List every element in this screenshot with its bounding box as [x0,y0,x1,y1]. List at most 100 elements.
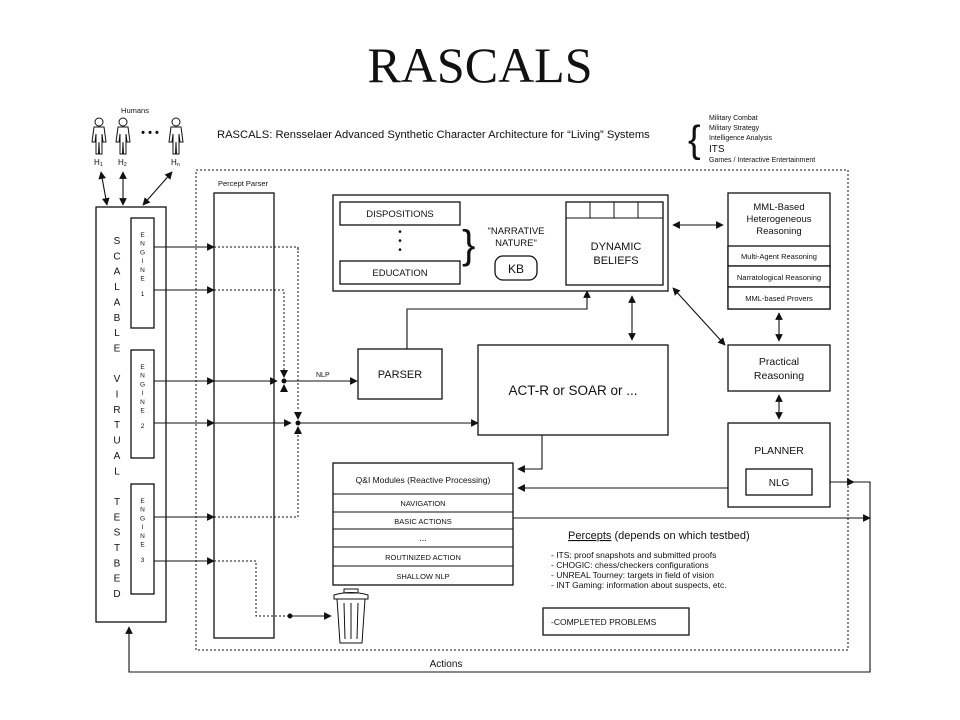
application-item: Military Combat [709,115,758,122]
engine-letter: G [140,515,145,522]
testbed-letter: B [114,313,121,324]
human-2-label: H [118,158,124,167]
dynamic-beliefs-label: DYNAMIC [591,241,642,253]
percept-item: - CHOGIC: chess/checkers configurations [551,560,709,570]
qi-module-item: ... [419,533,427,543]
svg-text:H1: H1 [94,158,103,168]
qi-module-rows [333,493,513,567]
practical-reasoning-label: Reasoning [754,370,804,382]
kb-dots: • [398,227,402,238]
engine-letter: I [142,258,144,265]
human-n-label: H [171,158,177,167]
engine-3 [130,483,155,595]
narrative-nature-label: "NARRATIVE [487,226,544,237]
practical-reasoning-box [727,344,831,392]
engine-letter: E [140,232,145,239]
practical-reasoning-label: Practical [759,356,799,368]
system-boundary [195,169,849,651]
testbed-letter: U [113,436,120,447]
human-2-icon [115,117,131,155]
merge-triangles [280,370,302,619]
nlp-label: NLP [316,372,330,379]
completed-problems-box [542,607,690,636]
mml-item: Narratological Reasoning [737,273,821,282]
svg-text:H2: H2 [118,158,127,168]
human-2-sub: 2 [124,162,127,168]
kb-box [494,255,538,281]
percepts-title: Percepts [568,530,612,542]
application-item: Military Strategy [709,125,760,132]
qi-modules-title: Q&I Modules (Reactive Processing) [356,475,491,485]
testbed-letter: E [114,512,121,523]
human-1-label: H [94,158,100,167]
human-1-icon [91,117,107,155]
parser-label: PARSER [378,369,422,381]
subtitle: RASCALS: Rensselaer Advanced Synthetic C… [217,129,650,141]
qi-module-item: SHALLOW NLP [396,572,449,581]
testbed-letter: L [114,466,120,477]
engine-output-lines [154,243,215,565]
engine-letter: N [140,507,145,514]
application-item: Games / Interactive Entertainment [709,157,815,164]
testbed-letter: T [114,497,120,508]
dynamic-beliefs-slots [566,202,663,219]
application-item: ITS [709,144,725,155]
cognitive-architecture-label: ACT-R or SOAR or ... [508,383,637,398]
percepts-note: (depends on which testbed) [611,530,749,542]
mml-item-box [727,286,831,310]
humans-group: Humans • • • H1 H2 Hn [91,106,184,168]
engine-letter: N [140,399,145,406]
engine-letter: G [140,381,145,388]
engine-1 [130,217,155,329]
percept-parser-label: Percept Parser [218,179,269,188]
qi-module-item: NAVIGATION [400,499,445,508]
percept-parser-box [213,192,275,639]
testbed-letter: C [113,251,120,262]
percept-routing-lines [214,246,299,617]
testbed-letter: L [114,328,120,339]
education-box [339,260,461,285]
engine-letter: E [140,498,145,505]
trash-can-icon [333,588,369,644]
testbed-letter: E [114,343,121,354]
kb-dots: • [398,236,402,247]
human-n-arrow [142,171,173,206]
percept-item: - UNREAL Tourney: targets in field of vi… [551,570,714,580]
mml-title: Reasoning [756,226,801,237]
engine-letter: E [140,276,145,283]
qi-module-item: ROUTINIZED ACTION [385,553,461,562]
nlg-label: NLG [769,478,790,489]
testbed-letter: A [114,451,121,462]
human-n-icon [168,117,184,155]
planner-label: PLANNER [754,445,804,457]
engine-letter: E [140,542,145,549]
engine-letter: N [140,267,145,274]
engine-number: 2 [141,423,145,430]
humans-label: Humans [121,106,149,115]
testbed-letter: B [114,558,121,569]
mml-item: MML-based Provers [745,294,813,303]
percept-item: - ITS: proof snapshots and submitted pro… [551,550,716,560]
human-n-sub: n [177,162,180,168]
engine-number: 1 [141,291,145,298]
engine-letter: G [140,249,145,256]
application-item: Intelligence Analysis [709,135,773,142]
dynamic-beliefs-label: BELIEFS [593,255,638,267]
applications-list: Military Combat Military Strategy Intell… [709,115,815,164]
testbed-letter: T [114,543,120,554]
cognitive-architecture-box [477,344,669,436]
testbed-letter: R [113,405,120,416]
engine-letter: E [140,408,145,415]
applications-brace: { [688,119,701,161]
narrative-nature-label: NATURE" [495,238,537,249]
engine-letter: E [140,364,145,371]
completed-problems-label: -COMPLETED PROBLEMS [551,617,657,627]
mml-item: Multi-Agent Reasoning [741,252,817,261]
svg-text:Hn: Hn [171,158,180,168]
actions-label: Actions [430,659,463,670]
kb-dots: • [398,245,402,256]
human-1-arrow [98,171,110,206]
kb-label: KB [508,262,524,276]
